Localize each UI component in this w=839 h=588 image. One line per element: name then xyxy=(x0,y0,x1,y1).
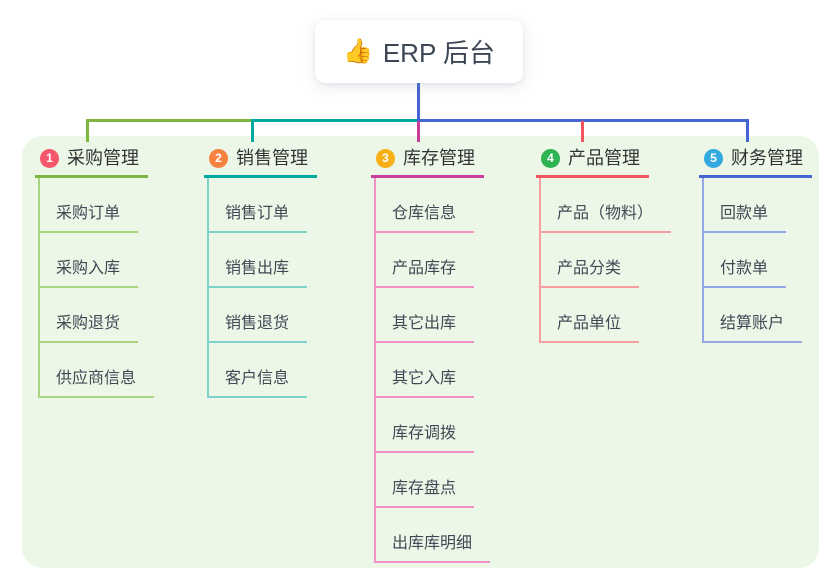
branches-background-panel xyxy=(22,136,819,568)
child-node[interactable]: 库存调拨 xyxy=(374,398,475,453)
branch-children: 仓库信息产品库存其它出库其它入库库存调拨库存盘点出库库明细 xyxy=(374,178,491,563)
child-node-label: 销售出库 xyxy=(225,260,290,277)
connector-line xyxy=(417,83,420,122)
branch-spine-line xyxy=(207,178,209,398)
child-node[interactable]: 回款单 xyxy=(702,178,787,233)
child-node-label: 其它出库 xyxy=(392,315,457,332)
branch-number-badge: 3 xyxy=(376,148,395,168)
connector-line xyxy=(86,119,89,142)
connector-line xyxy=(86,119,254,122)
child-node[interactable]: 采购订单 xyxy=(38,178,139,233)
connector-line xyxy=(746,119,749,142)
child-node-label: 回款单 xyxy=(720,205,769,222)
branch-label: 产品管理 xyxy=(568,148,640,168)
branch-header-node[interactable]: 1 采购管理 xyxy=(35,147,148,178)
child-node-label: 产品分类 xyxy=(557,260,622,277)
child-node-label: 结算账户 xyxy=(720,315,785,332)
branch-children: 回款单付款单结算账户 xyxy=(702,178,812,343)
branch-采购管理: 1 采购管理采购订单采购入库采购退货供应商信息 xyxy=(35,147,155,398)
child-node[interactable]: 供应商信息 xyxy=(38,343,155,398)
branch-header-node[interactable]: 3 库存管理 xyxy=(371,147,484,178)
branch-spine-line xyxy=(702,178,704,343)
connector-line xyxy=(251,119,254,142)
connector-line xyxy=(251,119,420,122)
branch-产品管理: 4 产品管理产品（物料） 产品分类产品单位 xyxy=(536,147,672,343)
child-node-label: 产品库存 xyxy=(392,260,457,277)
branch-children: 产品（物料） 产品分类产品单位 xyxy=(539,178,672,343)
child-node-label: 客户信息 xyxy=(225,370,290,387)
child-node-label: 产品单位 xyxy=(557,315,622,332)
child-node[interactable]: 出库库明细 xyxy=(374,508,491,563)
branch-header-node[interactable]: 5 财务管理 xyxy=(699,147,812,178)
child-node[interactable]: 付款单 xyxy=(702,233,787,288)
child-node-label: 产品（物料） xyxy=(557,205,654,222)
branch-header-node[interactable]: 2 销售管理 xyxy=(204,147,317,178)
child-node-label: 付款单 xyxy=(720,260,769,277)
child-node[interactable]: 客户信息 xyxy=(207,343,308,398)
branch-销售管理: 2 销售管理销售订单销售出库销售退货客户信息 xyxy=(204,147,317,398)
branch-label: 财务管理 xyxy=(731,148,803,168)
branch-number-badge: 2 xyxy=(209,148,228,168)
child-node[interactable]: 其它入库 xyxy=(374,343,475,398)
branch-header-node[interactable]: 4 产品管理 xyxy=(536,147,649,178)
child-node-label: 其它入库 xyxy=(392,370,457,387)
branch-label: 销售管理 xyxy=(236,148,308,168)
child-node[interactable]: 产品（物料） xyxy=(539,178,672,233)
branch-children: 采购订单采购入库采购退货供应商信息 xyxy=(38,178,155,398)
root-node[interactable]: 👍 ERP 后台 xyxy=(315,20,523,83)
child-node-label: 库存调拨 xyxy=(392,425,457,442)
child-node[interactable]: 产品单位 xyxy=(539,288,640,343)
connector-line xyxy=(581,121,584,142)
branch-label: 采购管理 xyxy=(67,148,139,168)
connector-line xyxy=(417,119,749,122)
branch-number-badge: 4 xyxy=(541,148,560,168)
child-node-label: 库存盘点 xyxy=(392,480,457,497)
child-node-label: 销售订单 xyxy=(225,205,290,222)
child-node-label: 仓库信息 xyxy=(392,205,457,222)
child-node-label: 供应商信息 xyxy=(56,370,137,387)
child-node-label: 采购入库 xyxy=(56,260,121,277)
branch-number-badge: 5 xyxy=(704,148,723,168)
thumbs-up-icon: 👍 xyxy=(342,38,373,65)
child-node[interactable]: 仓库信息 xyxy=(374,178,475,233)
branch-库存管理: 3 库存管理仓库信息产品库存其它出库其它入库库存调拨库存盘点出库库明细 xyxy=(371,147,491,563)
root-title: ERP 后台 xyxy=(382,38,496,68)
child-node[interactable]: 产品库存 xyxy=(374,233,475,288)
branch-spine-line xyxy=(374,178,376,563)
branch-label: 库存管理 xyxy=(403,148,475,168)
branch-财务管理: 5 财务管理回款单付款单结算账户 xyxy=(699,147,812,343)
child-node[interactable]: 其它出库 xyxy=(374,288,475,343)
child-node[interactable]: 产品分类 xyxy=(539,233,640,288)
branch-spine-line xyxy=(539,178,541,343)
branch-children: 销售订单销售出库销售退货客户信息 xyxy=(207,178,317,398)
child-node-label: 采购退货 xyxy=(56,315,121,332)
child-node-label: 销售退货 xyxy=(225,315,290,332)
connector-line xyxy=(417,121,420,142)
branch-spine-line xyxy=(38,178,40,398)
child-node[interactable]: 销售订单 xyxy=(207,178,308,233)
child-node[interactable]: 结算账户 xyxy=(702,288,803,343)
child-node[interactable]: 销售退货 xyxy=(207,288,308,343)
child-node[interactable]: 采购入库 xyxy=(38,233,139,288)
child-node-label: 出库库明细 xyxy=(392,535,473,552)
child-node[interactable]: 采购退货 xyxy=(38,288,139,343)
child-node[interactable]: 销售出库 xyxy=(207,233,308,288)
branch-number-badge: 1 xyxy=(40,148,59,168)
child-node[interactable]: 库存盘点 xyxy=(374,453,475,508)
child-node-label: 采购订单 xyxy=(56,205,121,222)
